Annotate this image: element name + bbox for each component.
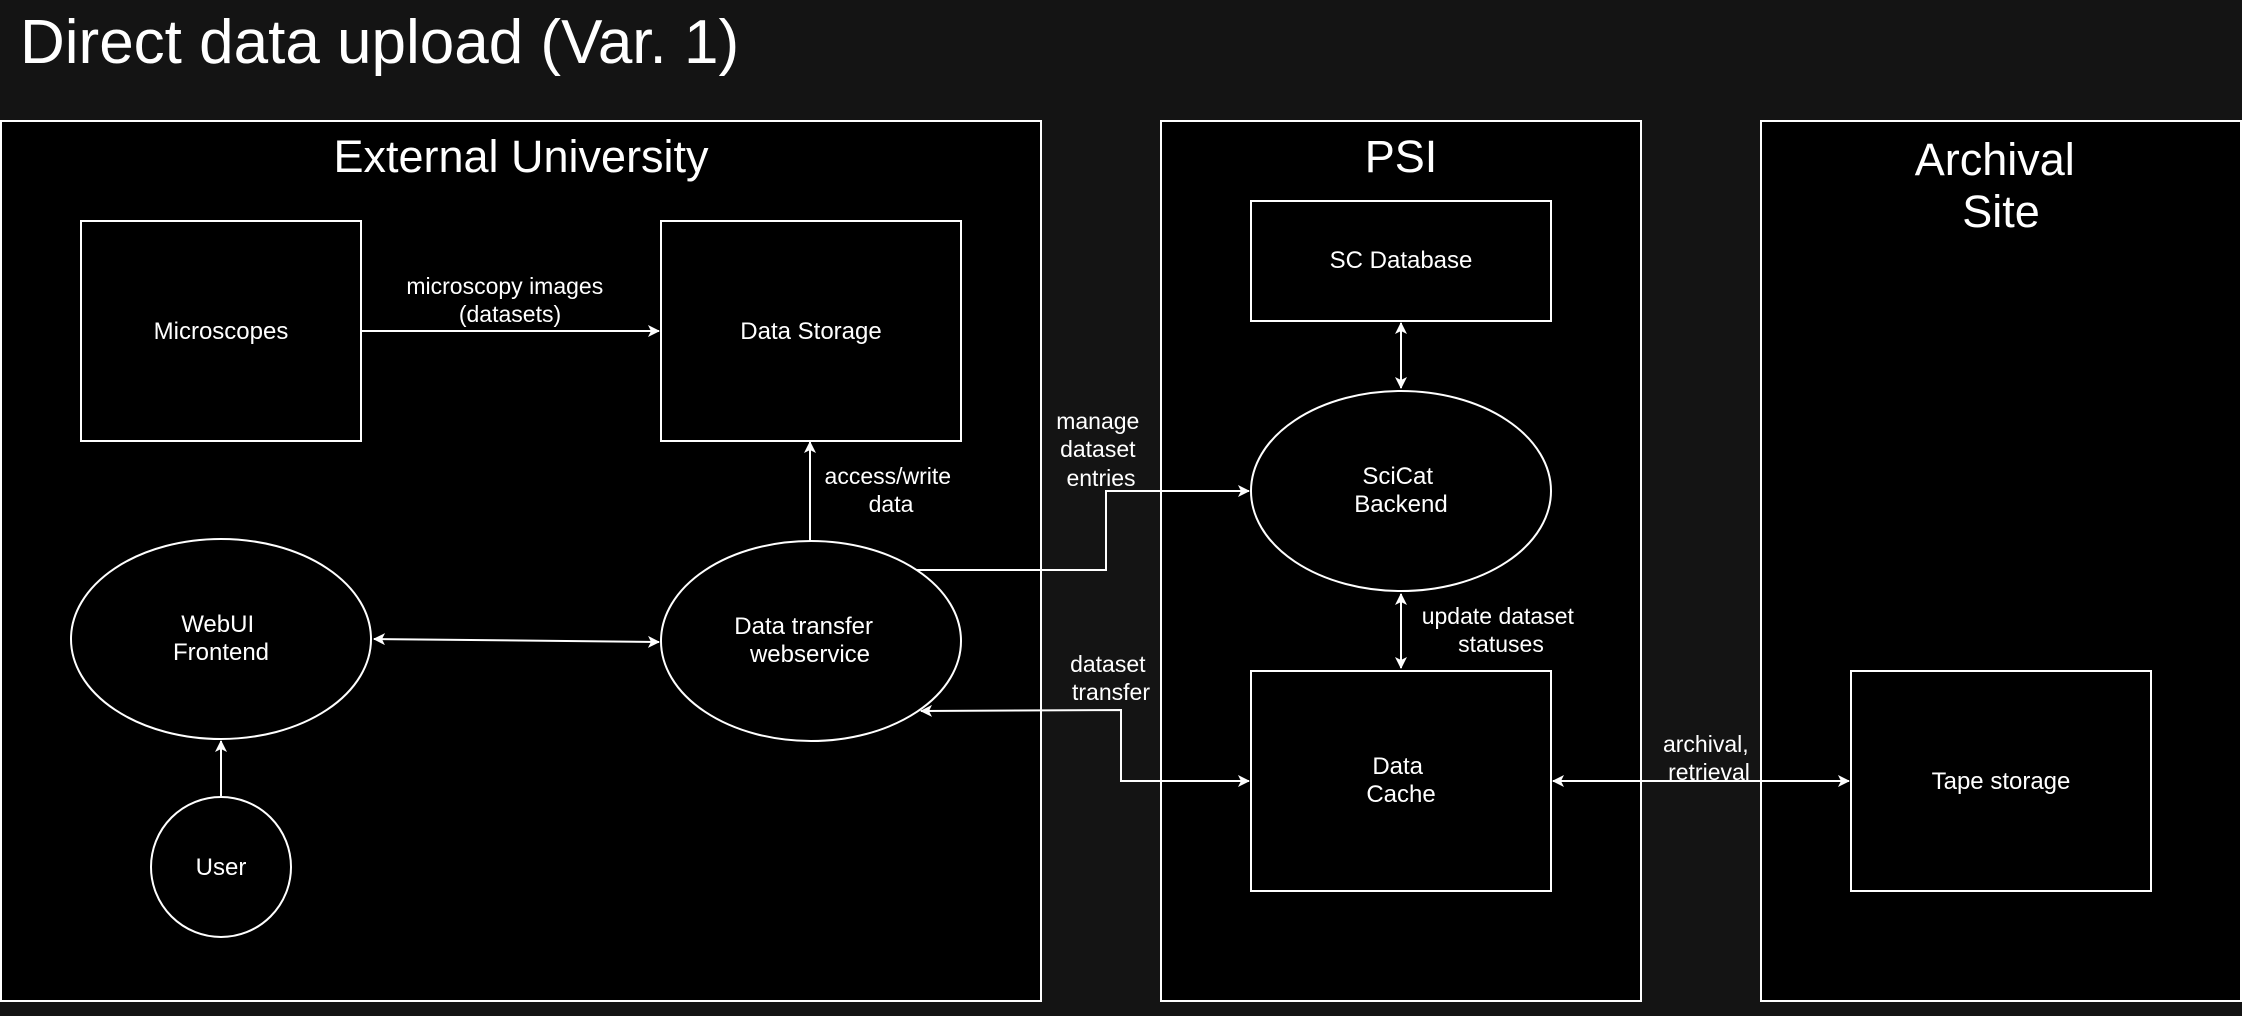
node-sc-database: SC Database bbox=[1250, 200, 1552, 322]
node-user-label: User bbox=[196, 854, 247, 881]
page-title: Direct data upload (Var. 1) bbox=[20, 8, 739, 77]
edge-label-archival-retrieval: archival, retrieval bbox=[1663, 731, 1755, 785]
node-data-transfer-webservice-label: Data transfer webservice bbox=[734, 613, 879, 668]
node-data-transfer-webservice: Data transfer webservice bbox=[660, 540, 962, 742]
node-user: User bbox=[150, 796, 292, 938]
edge-label-manage-dataset-entries: manage dataset entries bbox=[1056, 408, 1146, 491]
node-webui-frontend: WebUI Frontend bbox=[70, 538, 372, 740]
node-data-cache: Data Cache bbox=[1250, 670, 1552, 892]
edge-manage-dataset-entries bbox=[915, 485, 1250, 571]
node-microscopes-label: Microscopes bbox=[154, 318, 289, 345]
edge-webui-to-webservice bbox=[373, 633, 660, 648]
node-scicat-backend-label: SciCat Backend bbox=[1354, 463, 1447, 518]
edge-label-update-dataset-statuses: update dataset statuses bbox=[1422, 603, 1581, 657]
node-sc-database-label: SC Database bbox=[1330, 247, 1473, 274]
node-tape-storage: Tape storage bbox=[1850, 670, 2152, 892]
node-data-storage-label: Data Storage bbox=[740, 318, 881, 345]
container-psi-title: PSI bbox=[1365, 131, 1438, 182]
node-data-storage: Data Storage bbox=[660, 220, 962, 442]
container-external-university-title: External University bbox=[333, 131, 709, 182]
container-archival-site-title: Archival Site bbox=[1915, 134, 2088, 237]
edge-label-dataset-transfer: dataset transfer bbox=[1070, 651, 1152, 705]
edge-dataset-transfer bbox=[920, 704, 1250, 787]
node-microscopes: Microscopes bbox=[80, 220, 362, 442]
node-webui-frontend-label: WebUI Frontend bbox=[173, 611, 269, 666]
edges bbox=[215, 322, 1850, 796]
node-scicat-backend: SciCat Backend bbox=[1250, 390, 1552, 592]
node-tape-storage-label: Tape storage bbox=[1932, 768, 2071, 795]
edge-label-microscopy-images: microscopy images (datasets) bbox=[406, 273, 609, 327]
edge-label-access-write-data: access/write data bbox=[825, 463, 958, 517]
node-data-cache-label: Data Cache bbox=[1366, 753, 1435, 808]
